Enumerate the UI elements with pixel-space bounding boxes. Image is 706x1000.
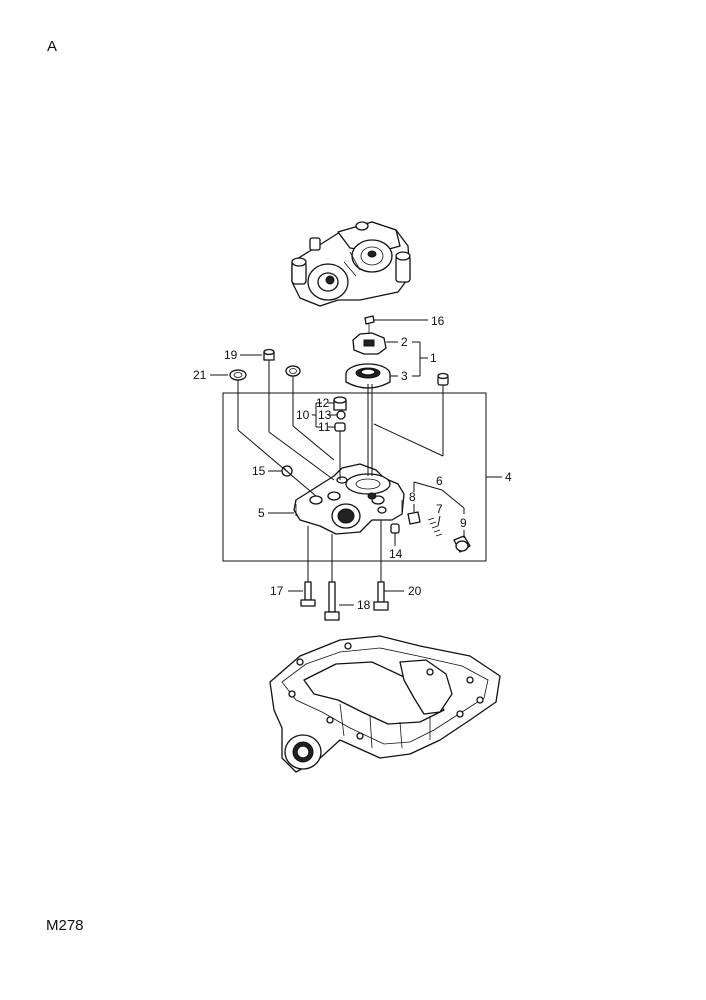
callout-13: 13 <box>318 408 332 422</box>
section-letter: A <box>47 38 58 55</box>
callout-18: 18 <box>357 598 371 612</box>
callout-16: 16 <box>431 314 445 328</box>
callout-7: 7 <box>436 502 443 516</box>
pump-internals <box>345 315 391 389</box>
callout-14: 14 <box>389 547 403 561</box>
callout-4: 4 <box>505 470 512 484</box>
callout-15: 15 <box>252 464 266 478</box>
callout-1: 1 <box>430 351 437 365</box>
illustration-code: M278 <box>46 917 84 934</box>
callout-9: 9 <box>460 516 467 530</box>
bolts <box>300 581 389 621</box>
callout-2: 2 <box>401 335 408 349</box>
pump-housing-top <box>291 221 411 307</box>
seals-and-washers <box>229 348 449 386</box>
callout-19: 19 <box>224 348 238 362</box>
pump-body <box>293 463 405 535</box>
leader-lines <box>210 319 502 606</box>
callout-5: 5 <box>258 506 265 520</box>
callout-17: 17 <box>270 584 284 598</box>
callout-6: 6 <box>436 474 443 488</box>
screw-14 <box>390 523 400 534</box>
callout-21: 21 <box>193 368 207 382</box>
callout-10: 10 <box>296 408 310 422</box>
callout-labels: 16 2 1 3 19 21 12 10 13 11 4 15 6 8 7 5 … <box>193 314 512 612</box>
callout-8: 8 <box>409 490 416 504</box>
callout-3: 3 <box>401 369 408 383</box>
oil-sump <box>269 635 501 773</box>
valve-group <box>333 396 347 432</box>
callout-12: 12 <box>316 396 330 410</box>
callout-11: 11 <box>318 420 331 434</box>
relief-valve-parts <box>407 511 471 553</box>
callout-20: 20 <box>408 584 422 598</box>
